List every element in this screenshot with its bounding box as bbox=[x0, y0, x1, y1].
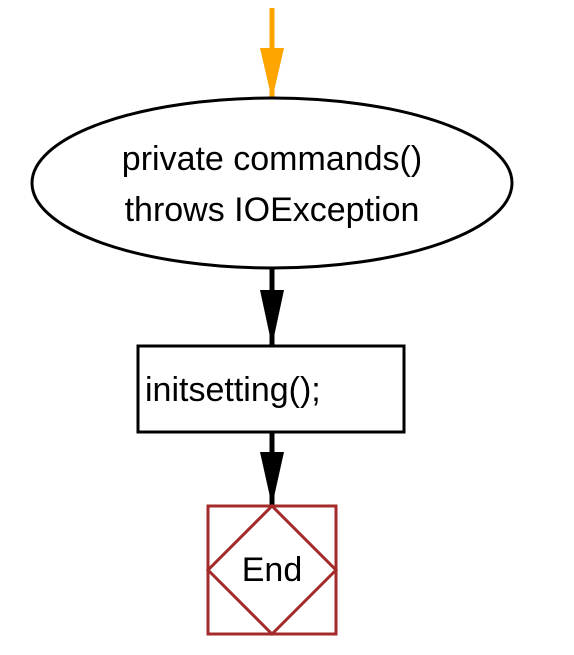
arrow-start-to-process-head bbox=[260, 290, 284, 346]
arrow-process-to-end bbox=[260, 432, 284, 506]
end-node: End bbox=[205, 503, 339, 637]
start-ellipse bbox=[30, 96, 514, 270]
process-label: initsetting(); bbox=[145, 371, 321, 409]
arrow-process-to-end-head bbox=[260, 452, 284, 506]
process-box bbox=[136, 344, 406, 434]
start-node: private commands() throws IOException bbox=[30, 96, 514, 270]
entry-arrow bbox=[260, 8, 284, 100]
end-diamond bbox=[205, 503, 339, 637]
start-label-line1: private commands() bbox=[122, 140, 422, 178]
end-label: End bbox=[242, 551, 303, 589]
arrow-start-to-process bbox=[260, 268, 284, 346]
entry-arrow-head bbox=[260, 48, 284, 100]
process-node: initsetting(); bbox=[136, 344, 406, 434]
start-label-line2: throws IOException bbox=[125, 191, 420, 229]
